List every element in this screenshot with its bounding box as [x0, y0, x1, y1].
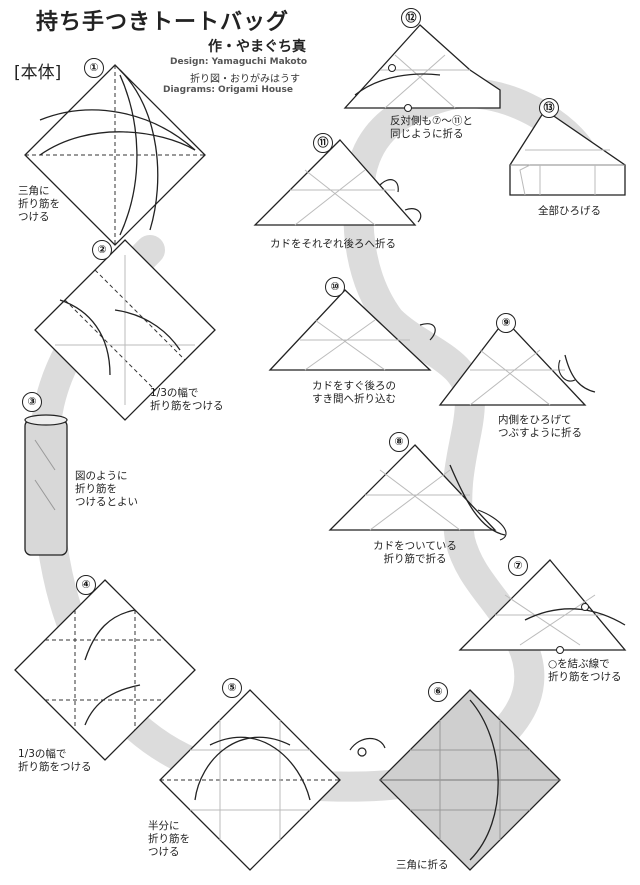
design-credit: Design: Yamaguchi Makoto: [170, 57, 308, 67]
step-5-number: ⑤: [222, 678, 242, 698]
step-5-caption: 半分に折り筋をつける: [148, 820, 190, 858]
step-8-number: ⑧: [389, 432, 409, 452]
step-5-diagram: [159, 689, 341, 871]
step-9-number: ⑨: [496, 313, 516, 333]
step-2-diagram: [34, 239, 216, 421]
step-4-number: ④: [76, 575, 96, 595]
step-3-number: ③: [22, 392, 42, 412]
step-3-diagram: [24, 414, 68, 556]
step-4-diagram: [14, 579, 196, 761]
step-12-diagram: [343, 24, 501, 112]
step-8-caption: カドをついている折り筋で折る: [373, 540, 457, 565]
step-12-number: ⑫: [401, 8, 421, 28]
step-9-caption: 内側をひろげてつぶすように折る: [498, 414, 582, 439]
step-10-number: ⑩: [325, 277, 345, 297]
step-1-caption: 三角に折り筋をつける: [18, 185, 60, 223]
step-9-diagram: [438, 318, 596, 406]
step-7-caption: ○を結ぶ線で折り筋をつける: [548, 658, 622, 683]
step-10-diagram: [268, 289, 436, 371]
step-6-number: ⑥: [428, 682, 448, 702]
step-13-caption: 全部ひろげる: [538, 205, 601, 217]
step-4-caption: 1/3の幅で折り筋をつける: [18, 748, 92, 773]
turn-over-symbol: [349, 737, 386, 751]
author-credit: 作・やまぐち真: [208, 39, 306, 55]
step-3-caption: 図のように折り筋をつけるとよい: [75, 470, 138, 508]
step-2-number: ②: [92, 240, 112, 260]
step-7-diagram: [458, 559, 627, 654]
step-6-diagram: [379, 689, 561, 871]
diagram-credit: Diagrams: Origami House: [163, 85, 293, 95]
diagram-title: 持ち手つきトートバッグ: [36, 10, 290, 35]
step-11-caption: カドをそれぞれ後ろへ折る: [270, 238, 396, 250]
step-12-caption: 反対側も⑦～⑪と同じように折る: [390, 115, 473, 140]
step-11-number: ⑪: [313, 133, 333, 153]
section-label: [本体]: [14, 63, 62, 83]
diagram-credit-jp: 折り図・おりがみはうす: [190, 74, 300, 85]
step-6-caption: 三角に折る: [396, 859, 449, 871]
step-1-number: ①: [84, 58, 104, 78]
step-8-diagram: [328, 444, 507, 541]
step-13-number: ⑬: [539, 98, 559, 118]
step-11-diagram: [253, 139, 422, 226]
step-7-number: ⑦: [508, 556, 528, 576]
step-1-diagram: [24, 64, 206, 246]
step-2-caption: 1/3の幅で折り筋をつける: [150, 387, 224, 412]
step-13-diagram: [509, 109, 626, 196]
step-10-caption: カドをすぐ後ろのすき間へ折り込む: [312, 380, 396, 405]
